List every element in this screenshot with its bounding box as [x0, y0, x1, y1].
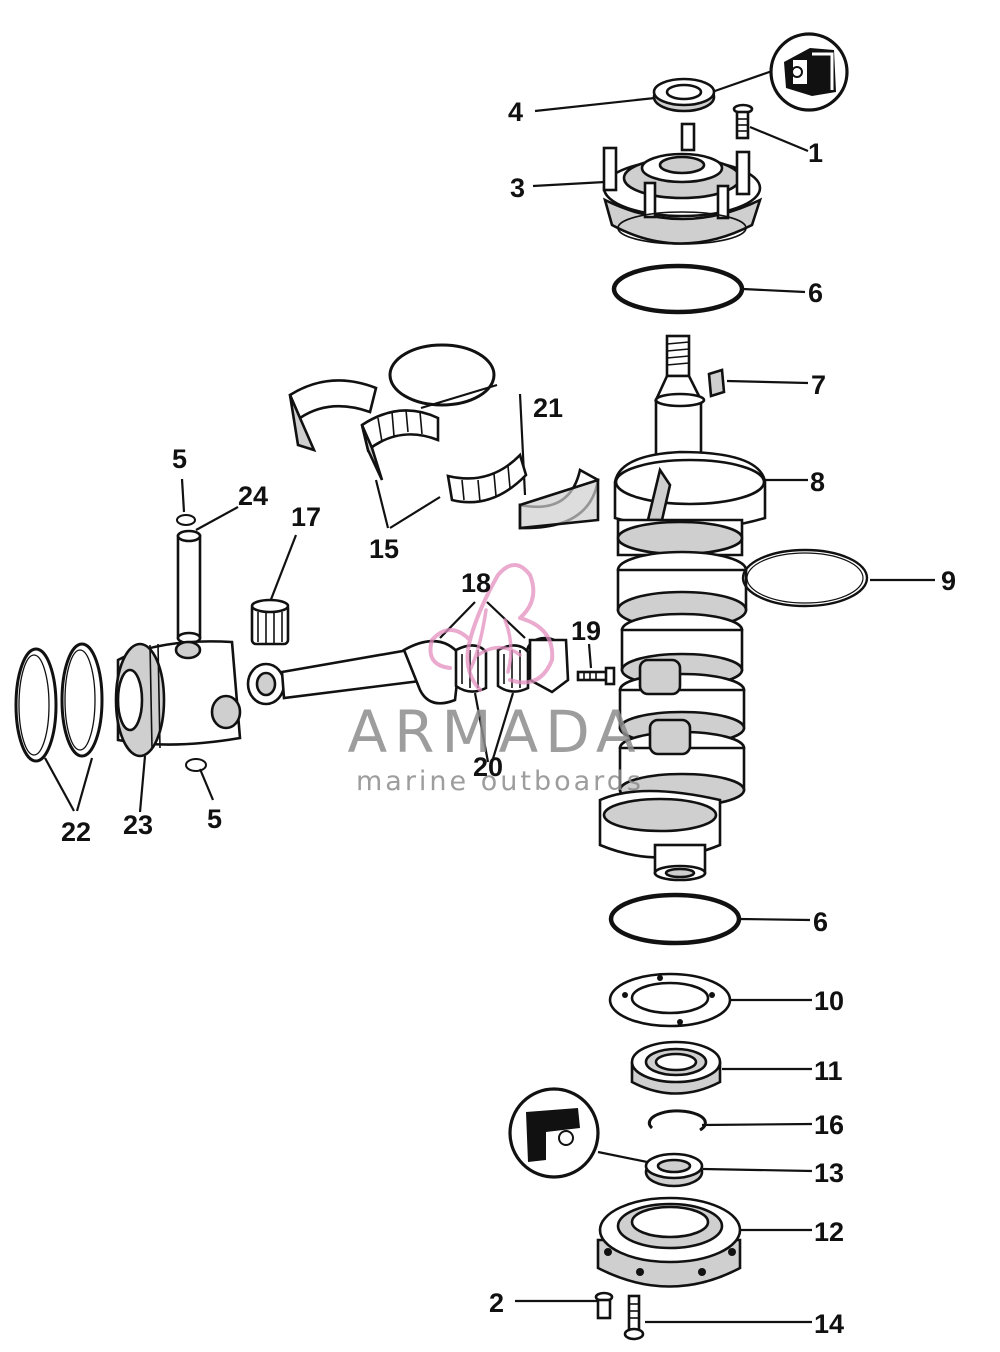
wrist-pin-24	[176, 529, 202, 645]
ring-9	[741, 548, 869, 608]
callout-18: 18	[461, 568, 491, 598]
callout-13: 13	[814, 1158, 844, 1188]
callout-5-lower: 5	[207, 804, 222, 834]
callout-19: 19	[571, 616, 601, 646]
callout-17: 17	[291, 502, 321, 532]
callout-24: 24	[238, 481, 268, 511]
callout-11: 11	[814, 1056, 843, 1086]
callout-16: 16	[814, 1110, 844, 1140]
needle-cage-15-upper	[360, 409, 440, 481]
callout-3: 3	[510, 173, 525, 203]
o-ring-lower	[608, 892, 742, 946]
callout-9: 9	[941, 566, 956, 596]
watermark-logo-icon	[428, 563, 555, 692]
lower-seal-13	[644, 1152, 704, 1188]
ball-bearing-11	[630, 1040, 722, 1095]
needle-bearing-17	[250, 598, 290, 646]
crankshaft	[598, 334, 767, 882]
retainer-clip-5-upper	[176, 514, 196, 526]
callout-6-upper: 6	[808, 278, 823, 308]
callout-4: 4	[508, 97, 523, 127]
piston-rings-22	[14, 642, 104, 763]
screw-1	[732, 103, 754, 140]
lower-bearing-housing-12	[596, 1196, 742, 1288]
callout-12: 12	[814, 1217, 844, 1247]
screw-2	[594, 1291, 614, 1320]
retainer-plate-10	[608, 972, 732, 1028]
piston-23	[114, 640, 242, 758]
watermark: ARMADA marine outboards	[347, 563, 644, 797]
bearing-liner-21-right	[518, 468, 600, 530]
callout-15: 15	[369, 534, 399, 564]
watermark-subtitle: marine outboards	[356, 766, 644, 797]
o-ring-upper	[611, 263, 745, 315]
watermark-title: ARMADA	[347, 698, 642, 766]
connecting-rod	[246, 636, 570, 706]
callout-22: 22	[61, 817, 91, 847]
callout-2: 2	[489, 1288, 504, 1318]
upper-bearing-housing	[602, 122, 763, 245]
callout-10: 10	[814, 986, 844, 1016]
callout-14: 14	[814, 1309, 844, 1339]
needle-cage-15-lower	[446, 452, 528, 504]
o-ring-21	[388, 343, 496, 407]
callout-1: 1	[808, 138, 823, 168]
seal-detail-inset-top	[769, 32, 849, 112]
callout-8: 8	[810, 467, 825, 497]
upper-seal	[652, 77, 716, 113]
retaining-ring-16	[647, 1109, 707, 1132]
callout-numbers: 1 2 3 4 5 5 6 6 7 8 9 10 11 12 13 14 15 …	[61, 97, 956, 1339]
callout-6-lower: 6	[813, 907, 828, 937]
callout-23: 23	[123, 810, 153, 840]
seal-detail-inset-bottom	[508, 1087, 600, 1179]
bearing-liner-21-left	[288, 379, 378, 453]
bolt-19	[576, 666, 616, 686]
callout-20: 20	[473, 752, 503, 782]
retainer-clip-5-lower	[185, 758, 207, 772]
callout-5-upper: 5	[172, 444, 187, 474]
callout-7: 7	[811, 370, 826, 400]
screw-14	[623, 1294, 645, 1341]
callout-21: 21	[533, 393, 563, 423]
